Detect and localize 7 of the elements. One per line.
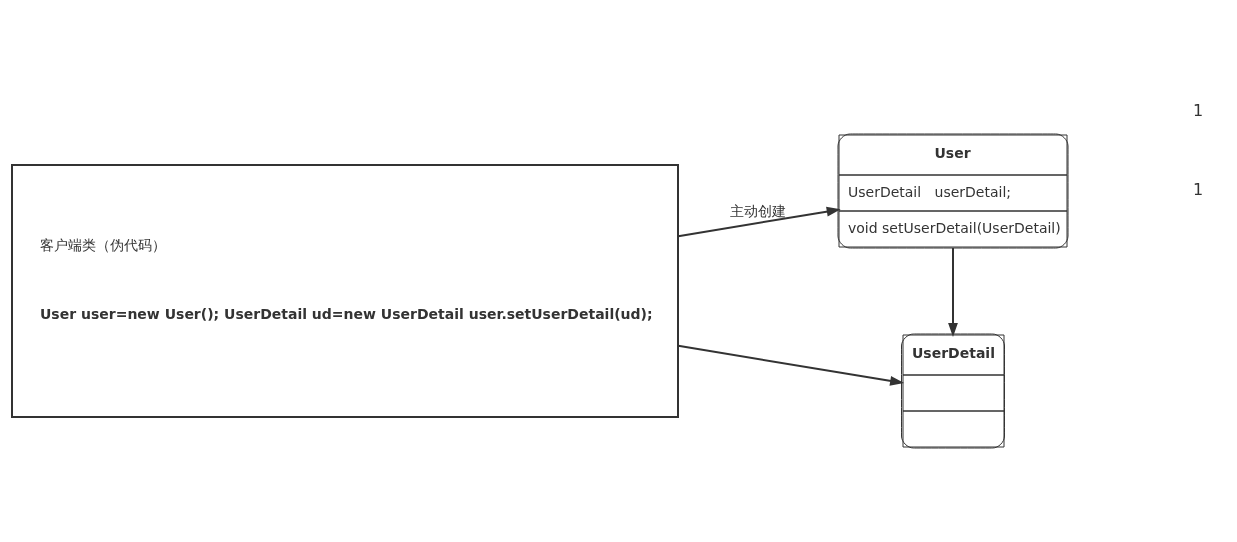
label: 1 xyxy=(1192,179,1204,199)
edge-label: 主动创建 xyxy=(730,203,786,220)
node-box: 客户端类（伪代码） User user=new User(); UserDetail ud=new UserDetail user.setUserDetail(ud); xyxy=(11,164,679,418)
arrow xyxy=(677,206,841,238)
label: 1 xyxy=(1192,100,1204,120)
arrow xyxy=(948,247,958,337)
arrow xyxy=(677,344,905,386)
